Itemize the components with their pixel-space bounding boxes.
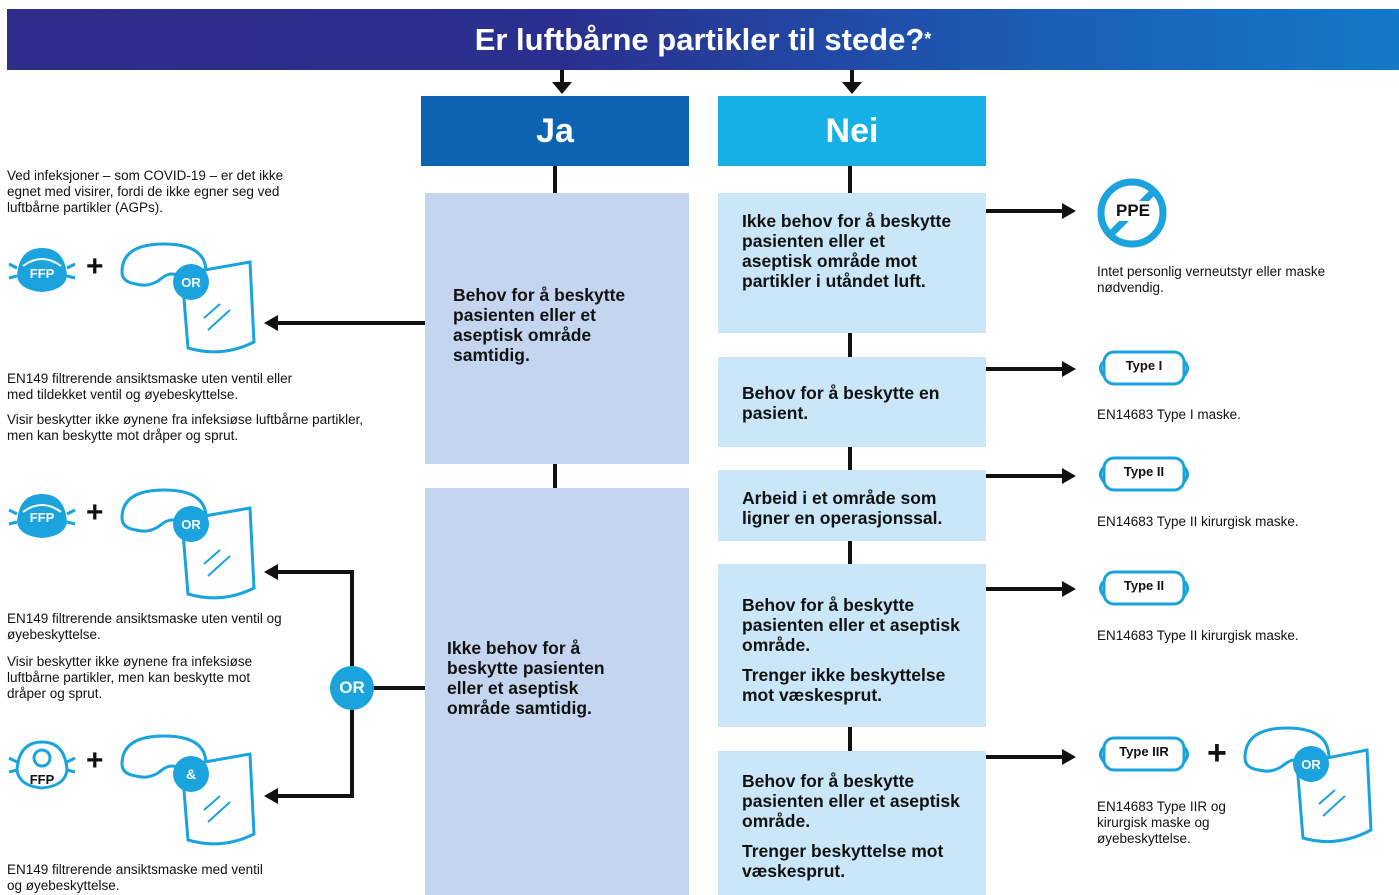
nei-arrow-4-line — [986, 587, 1062, 591]
right-desc-5: EN14683 Type IIR og kirurgisk maske og ø… — [1097, 799, 1226, 846]
ffp-label-1: FFP — [29, 266, 55, 281]
page-title: Er luftbårne partikler til stede?* — [7, 9, 1399, 70]
left-desc-1b: Visir beskytter ikke øynene fra infeksiø… — [7, 412, 364, 443]
ffp-label-2: FFP — [29, 510, 55, 525]
ja-header: Ja — [421, 96, 689, 166]
nei-box-2: Behov for å beskytte en pasient. — [718, 357, 986, 447]
left-desc-1a: EN149 filtrerende ansiktsmaske uten vent… — [7, 371, 293, 402]
mask-outline-1 — [1099, 350, 1189, 386]
type-iir-text: Type IIR — [1119, 744, 1169, 759]
nei-label: Nei — [825, 111, 879, 150]
or-branch-top-arrowhead — [264, 564, 278, 580]
mask-outline-3 — [1099, 570, 1189, 606]
right-desc-1: Intet personlig verneutstyr eller maske … — [1097, 264, 1326, 295]
nei-arrow-5-head — [1062, 749, 1076, 765]
left-desc-2b: Visir beskytter ikke øynene fra infeksiø… — [7, 654, 253, 701]
ja-box-2: Ikke behov for å beskytte pasienten elle… — [425, 488, 689, 895]
left-intro: Ved infeksjoner – som COVID-19 – er det … — [7, 168, 284, 215]
nei-arrow-3-head — [1062, 468, 1076, 484]
nei-box-4-text-a: Behov for å beskytte pasienten eller et … — [742, 595, 960, 655]
nei-connector-4 — [848, 541, 852, 564]
title-text: Er luftbårne partikler til stede? — [474, 21, 925, 57]
nei-arrow-2-head — [1062, 361, 1076, 377]
nei-arrow-2-line — [986, 367, 1062, 371]
type-ii-mask-icon: Type II — [1097, 455, 1191, 493]
plus-icon: + — [1207, 734, 1227, 772]
or-badge-right: OR — [1293, 746, 1329, 782]
nei-arrow-head — [842, 82, 862, 94]
ja-arrow-line — [560, 70, 564, 84]
nei-arrow-1-head — [1062, 203, 1076, 219]
or-branch-bottom-arrowhead — [264, 788, 278, 804]
plus-icon-3: + — [86, 744, 104, 777]
goggles-visor-icon — [1243, 726, 1373, 844]
nei-arrow-5-line — [986, 755, 1062, 759]
ja-connector-2 — [553, 464, 557, 488]
nei-arrow-4-head — [1062, 581, 1076, 597]
mask-outline-4 — [1099, 736, 1189, 772]
or-connector-badge: OR — [330, 666, 374, 710]
left-desc-2a: EN149 filtrerende ansiktsmaske uten vent… — [7, 611, 282, 642]
ja-arrow-left-1-line — [276, 321, 425, 325]
nei-arrow-1-line — [986, 209, 1062, 213]
nei-box-1-text: Ikke behov for å beskytte pasienten elle… — [742, 211, 952, 291]
ffp-label-3: FFP — [29, 772, 55, 787]
left-desc-3: EN149 filtrerende ansiktsmaske med venti… — [7, 862, 263, 893]
type-i-mask-icon: Type I — [1097, 349, 1191, 387]
ffp-mask-icon — [8, 248, 76, 292]
ffp-valve-mask-icon — [8, 740, 76, 790]
ffp-mask-icon-2 — [8, 494, 76, 538]
type-ii-text-2: Type II — [1123, 578, 1165, 593]
goggles-visor-icon-2 — [120, 488, 256, 600]
right-desc-4: EN14683 Type II kirurgisk maske. — [1097, 628, 1299, 643]
nei-box-3: Arbeid i et område som ligner en operasj… — [718, 470, 986, 541]
type-ii-mask-icon-2: Type II — [1097, 569, 1191, 607]
or-branch-top-line — [276, 570, 354, 574]
nei-connector-2 — [848, 333, 852, 357]
ja-box-1: Behov for å beskytte pasienten eller et … — [425, 193, 689, 464]
nei-box-1: Ikke behov for å beskytte pasienten elle… — [718, 193, 986, 333]
nei-box-5-text-a: Behov for å beskytte pasienten eller et … — [742, 771, 960, 831]
ja-arrow-head — [552, 82, 572, 94]
right-desc-2: EN14683 Type I maske. — [1097, 407, 1241, 422]
ja-box-2-text: Ikke behov for å beskytte pasienten elle… — [447, 638, 605, 718]
nei-box-5-text-b: Trenger beskyttelse mot væskesprut. — [742, 841, 944, 881]
nei-connector-1 — [848, 166, 852, 193]
ja-connector-1 — [553, 166, 557, 193]
nei-box-2-text: Behov for å beskytte en pasient. — [742, 383, 940, 423]
and-badge: & — [173, 756, 209, 792]
ja-arrow-left-1-head — [264, 315, 278, 331]
nei-connector-5 — [848, 727, 852, 751]
nei-box-4-text-b: Trenger ikke beskyttelse mot væskesprut. — [742, 665, 946, 705]
ja-label: Ja — [536, 111, 574, 150]
ja-box-2-connector — [372, 686, 425, 690]
plus-icon-1: + — [86, 250, 104, 283]
plus-icon-2: + — [86, 496, 104, 529]
right-desc-3: EN14683 Type II kirurgisk maske. — [1097, 514, 1299, 529]
type-ii-text: Type II — [1123, 464, 1165, 479]
nei-arrow-line — [850, 70, 854, 84]
mask-outline-2 — [1099, 456, 1189, 492]
footnote-mark: * — [924, 29, 932, 49]
ja-box-1-text: Behov for å beskytte pasienten eller et … — [453, 285, 626, 365]
or-badge-1: OR — [173, 264, 209, 300]
nei-arrow-3-line — [986, 474, 1062, 478]
nei-box-3-text: Arbeid i et område som ligner en operasj… — [742, 488, 943, 528]
or-badge-2: OR — [173, 506, 209, 542]
nei-box-5: Behov for å beskytte pasienten eller et … — [718, 751, 986, 895]
nei-connector-3 — [848, 447, 852, 470]
ppe-label: PPE — [1110, 201, 1156, 221]
or-branch-bottom-line — [276, 794, 354, 798]
type-i-text: Type I — [1125, 358, 1163, 373]
nei-box-4: Behov for å beskytte pasienten eller et … — [718, 564, 986, 727]
nei-header: Nei — [718, 96, 986, 166]
type-iir-mask-icon: Type IIR — [1097, 735, 1191, 773]
